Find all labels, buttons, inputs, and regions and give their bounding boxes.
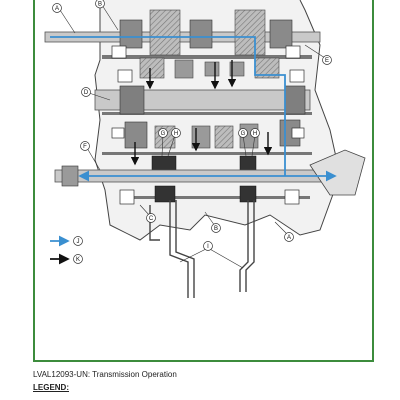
callout-H-right: H <box>250 128 260 138</box>
callout-K: K <box>73 254 83 264</box>
shift-direction-arrows <box>130 60 273 166</box>
callout-J: J <box>73 236 83 246</box>
svg-text:C: C <box>149 216 154 222</box>
callout-A: A <box>52 3 62 13</box>
figure-caption: LVAL12093-UN: Transmission Operation <box>33 370 177 379</box>
legend-title: LEGEND: <box>33 383 69 392</box>
callout-G-right: G <box>238 128 248 138</box>
callout-leaders <box>59 4 326 269</box>
callout-B-top: B <box>95 0 105 9</box>
svg-text:I: I <box>207 244 209 250</box>
svg-text:H: H <box>253 131 257 137</box>
callout-E: E <box>322 55 332 65</box>
power-flow-path <box>50 36 337 182</box>
svg-text:K: K <box>76 257 80 263</box>
callout-D: D <box>81 87 91 97</box>
callout-H-left: H <box>171 128 181 138</box>
countershaft <box>94 85 311 115</box>
svg-text:G: G <box>161 131 166 137</box>
svg-text:F: F <box>83 144 87 150</box>
svg-text:G: G <box>241 131 246 137</box>
legend-arrows <box>50 235 70 265</box>
svg-text:B: B <box>98 2 102 8</box>
callout-A-bottom: A <box>284 232 294 242</box>
svg-text:J: J <box>77 239 80 245</box>
callout-B-bottom: B <box>211 223 221 233</box>
callout-G-left: G <box>158 128 168 138</box>
synchronizer-collars <box>151 155 257 171</box>
svg-text:B: B <box>214 226 218 232</box>
callout-F: F <box>80 141 90 151</box>
svg-text:E: E <box>325 58 329 64</box>
svg-text:A: A <box>55 6 59 12</box>
callout-I: I <box>203 241 213 251</box>
svg-text:D: D <box>84 90 89 96</box>
callout-C: C <box>146 213 156 223</box>
svg-text:H: H <box>174 131 178 137</box>
svg-text:A: A <box>287 235 291 241</box>
transmission-diagram: A B D E F G H G H C B A <box>44 0 366 298</box>
